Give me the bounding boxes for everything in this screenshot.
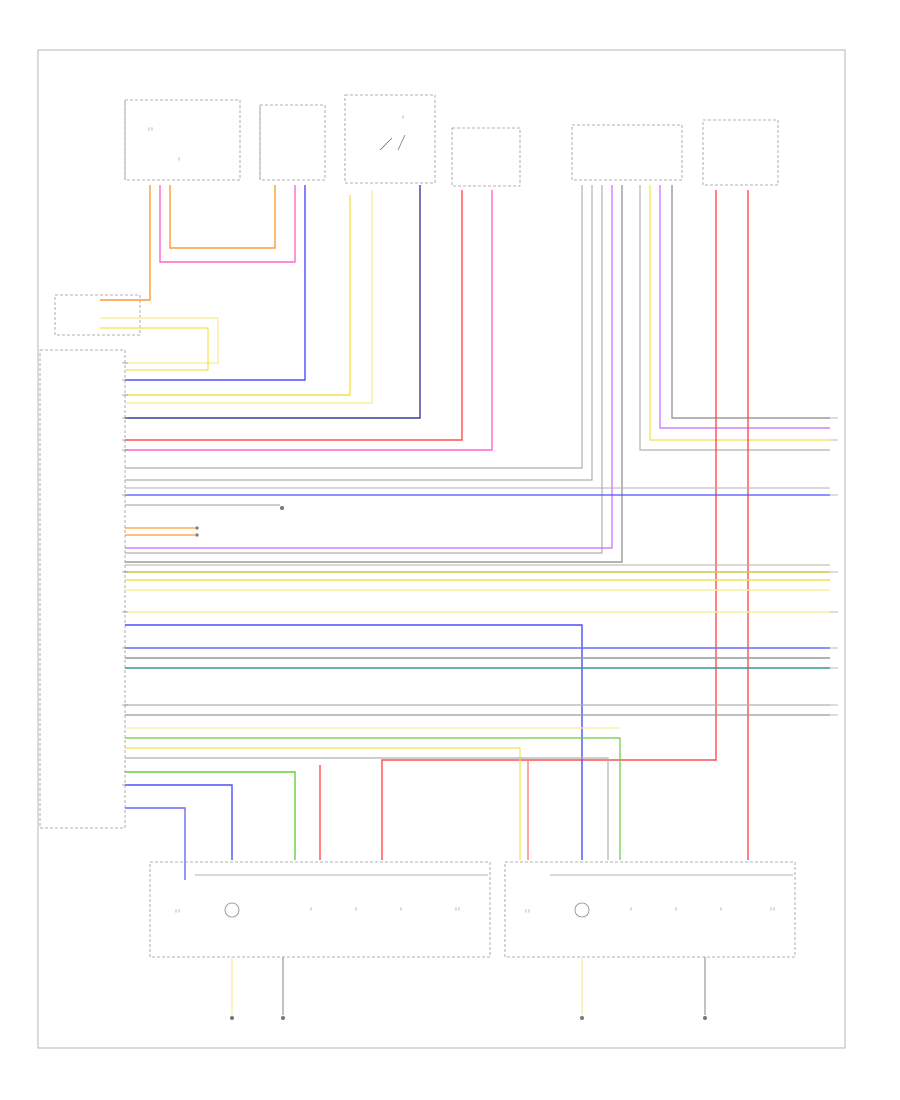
connector-side-block xyxy=(54,294,141,336)
left-headlight: ▯ ▯ ▯ ▯ ▯ ▯ ▯ xyxy=(149,861,491,958)
right-terminal-ticks xyxy=(830,417,838,716)
wire-yellow-low xyxy=(125,747,521,860)
wire-lightyellow-1 xyxy=(125,190,373,404)
wire-orange-1 xyxy=(169,185,276,249)
svg-text:▯: ▯ xyxy=(400,907,402,911)
wire-lightyellow-loop xyxy=(100,327,209,371)
ground-symbol-3 xyxy=(580,1016,584,1020)
svg-text:▯ ▯: ▯ ▯ xyxy=(148,127,153,131)
wire-green-low-2 xyxy=(125,771,296,860)
wire-yellow-1 xyxy=(125,195,351,396)
component-left-top: ▯ ▯ ▯ xyxy=(124,99,241,181)
wire-gray-5 xyxy=(639,185,830,451)
component-module-mid xyxy=(451,127,521,187)
wire-blue-h2 xyxy=(125,624,583,860)
svg-text:▯: ▯ xyxy=(675,907,677,911)
wire-navy-1 xyxy=(125,185,421,419)
diagram-frame xyxy=(37,49,846,1049)
wire-red-2 xyxy=(381,190,717,860)
wire-violet-2 xyxy=(659,185,830,429)
wire-yellow-2 xyxy=(649,185,830,441)
component-right-top xyxy=(702,119,779,186)
wire-pink-2 xyxy=(125,190,493,451)
svg-text:▯: ▯ xyxy=(178,157,180,161)
wire-gray-1 xyxy=(125,185,583,469)
svg-text:▯ ▯: ▯ ▯ xyxy=(525,909,530,913)
wire-yellow-loop xyxy=(100,317,219,364)
wire-red-1 xyxy=(125,190,463,441)
svg-text:▯ ▯: ▯ ▯ xyxy=(455,907,460,911)
wire-navy-low xyxy=(125,807,186,880)
wire-pink-1 xyxy=(159,185,296,263)
svg-text:▯ ▯: ▯ ▯ xyxy=(175,909,180,913)
wire-orange-2 xyxy=(100,185,151,301)
wire-gray-low xyxy=(125,757,609,860)
component-distribution-top xyxy=(571,124,683,181)
ground-symbol-2 xyxy=(281,1016,285,1020)
wire-blue-1 xyxy=(125,185,306,381)
wire-blue-low xyxy=(125,784,233,860)
component-switch-top: ▯ xyxy=(344,94,436,184)
wire-gray-2 xyxy=(125,185,593,481)
right-headlight: ▯ ▯ ▯ ▯ ▯ ▯ ▯ xyxy=(504,861,796,958)
wire-gray-3 xyxy=(125,185,603,554)
svg-text:▯: ▯ xyxy=(720,907,722,911)
ground-symbol-4 xyxy=(703,1016,707,1020)
ground-symbol-1 xyxy=(230,1016,234,1020)
svg-text:▯ ▯: ▯ ▯ xyxy=(770,907,775,911)
ground-point-mid xyxy=(280,506,284,510)
svg-text:▯: ▯ xyxy=(310,907,312,911)
svg-text:▯: ▯ xyxy=(402,115,404,119)
component-relay-top xyxy=(259,104,326,181)
wire-violet-1 xyxy=(125,185,613,549)
wire-gray-6 xyxy=(671,185,830,419)
wire-green-low-1 xyxy=(125,737,621,860)
main-module xyxy=(39,349,126,829)
svg-text:▯: ▯ xyxy=(630,907,632,911)
splice-point-1 xyxy=(195,526,199,537)
module-pin-ticks xyxy=(122,362,128,786)
svg-text:▯: ▯ xyxy=(355,907,357,911)
wire-gray-4 xyxy=(125,185,623,563)
